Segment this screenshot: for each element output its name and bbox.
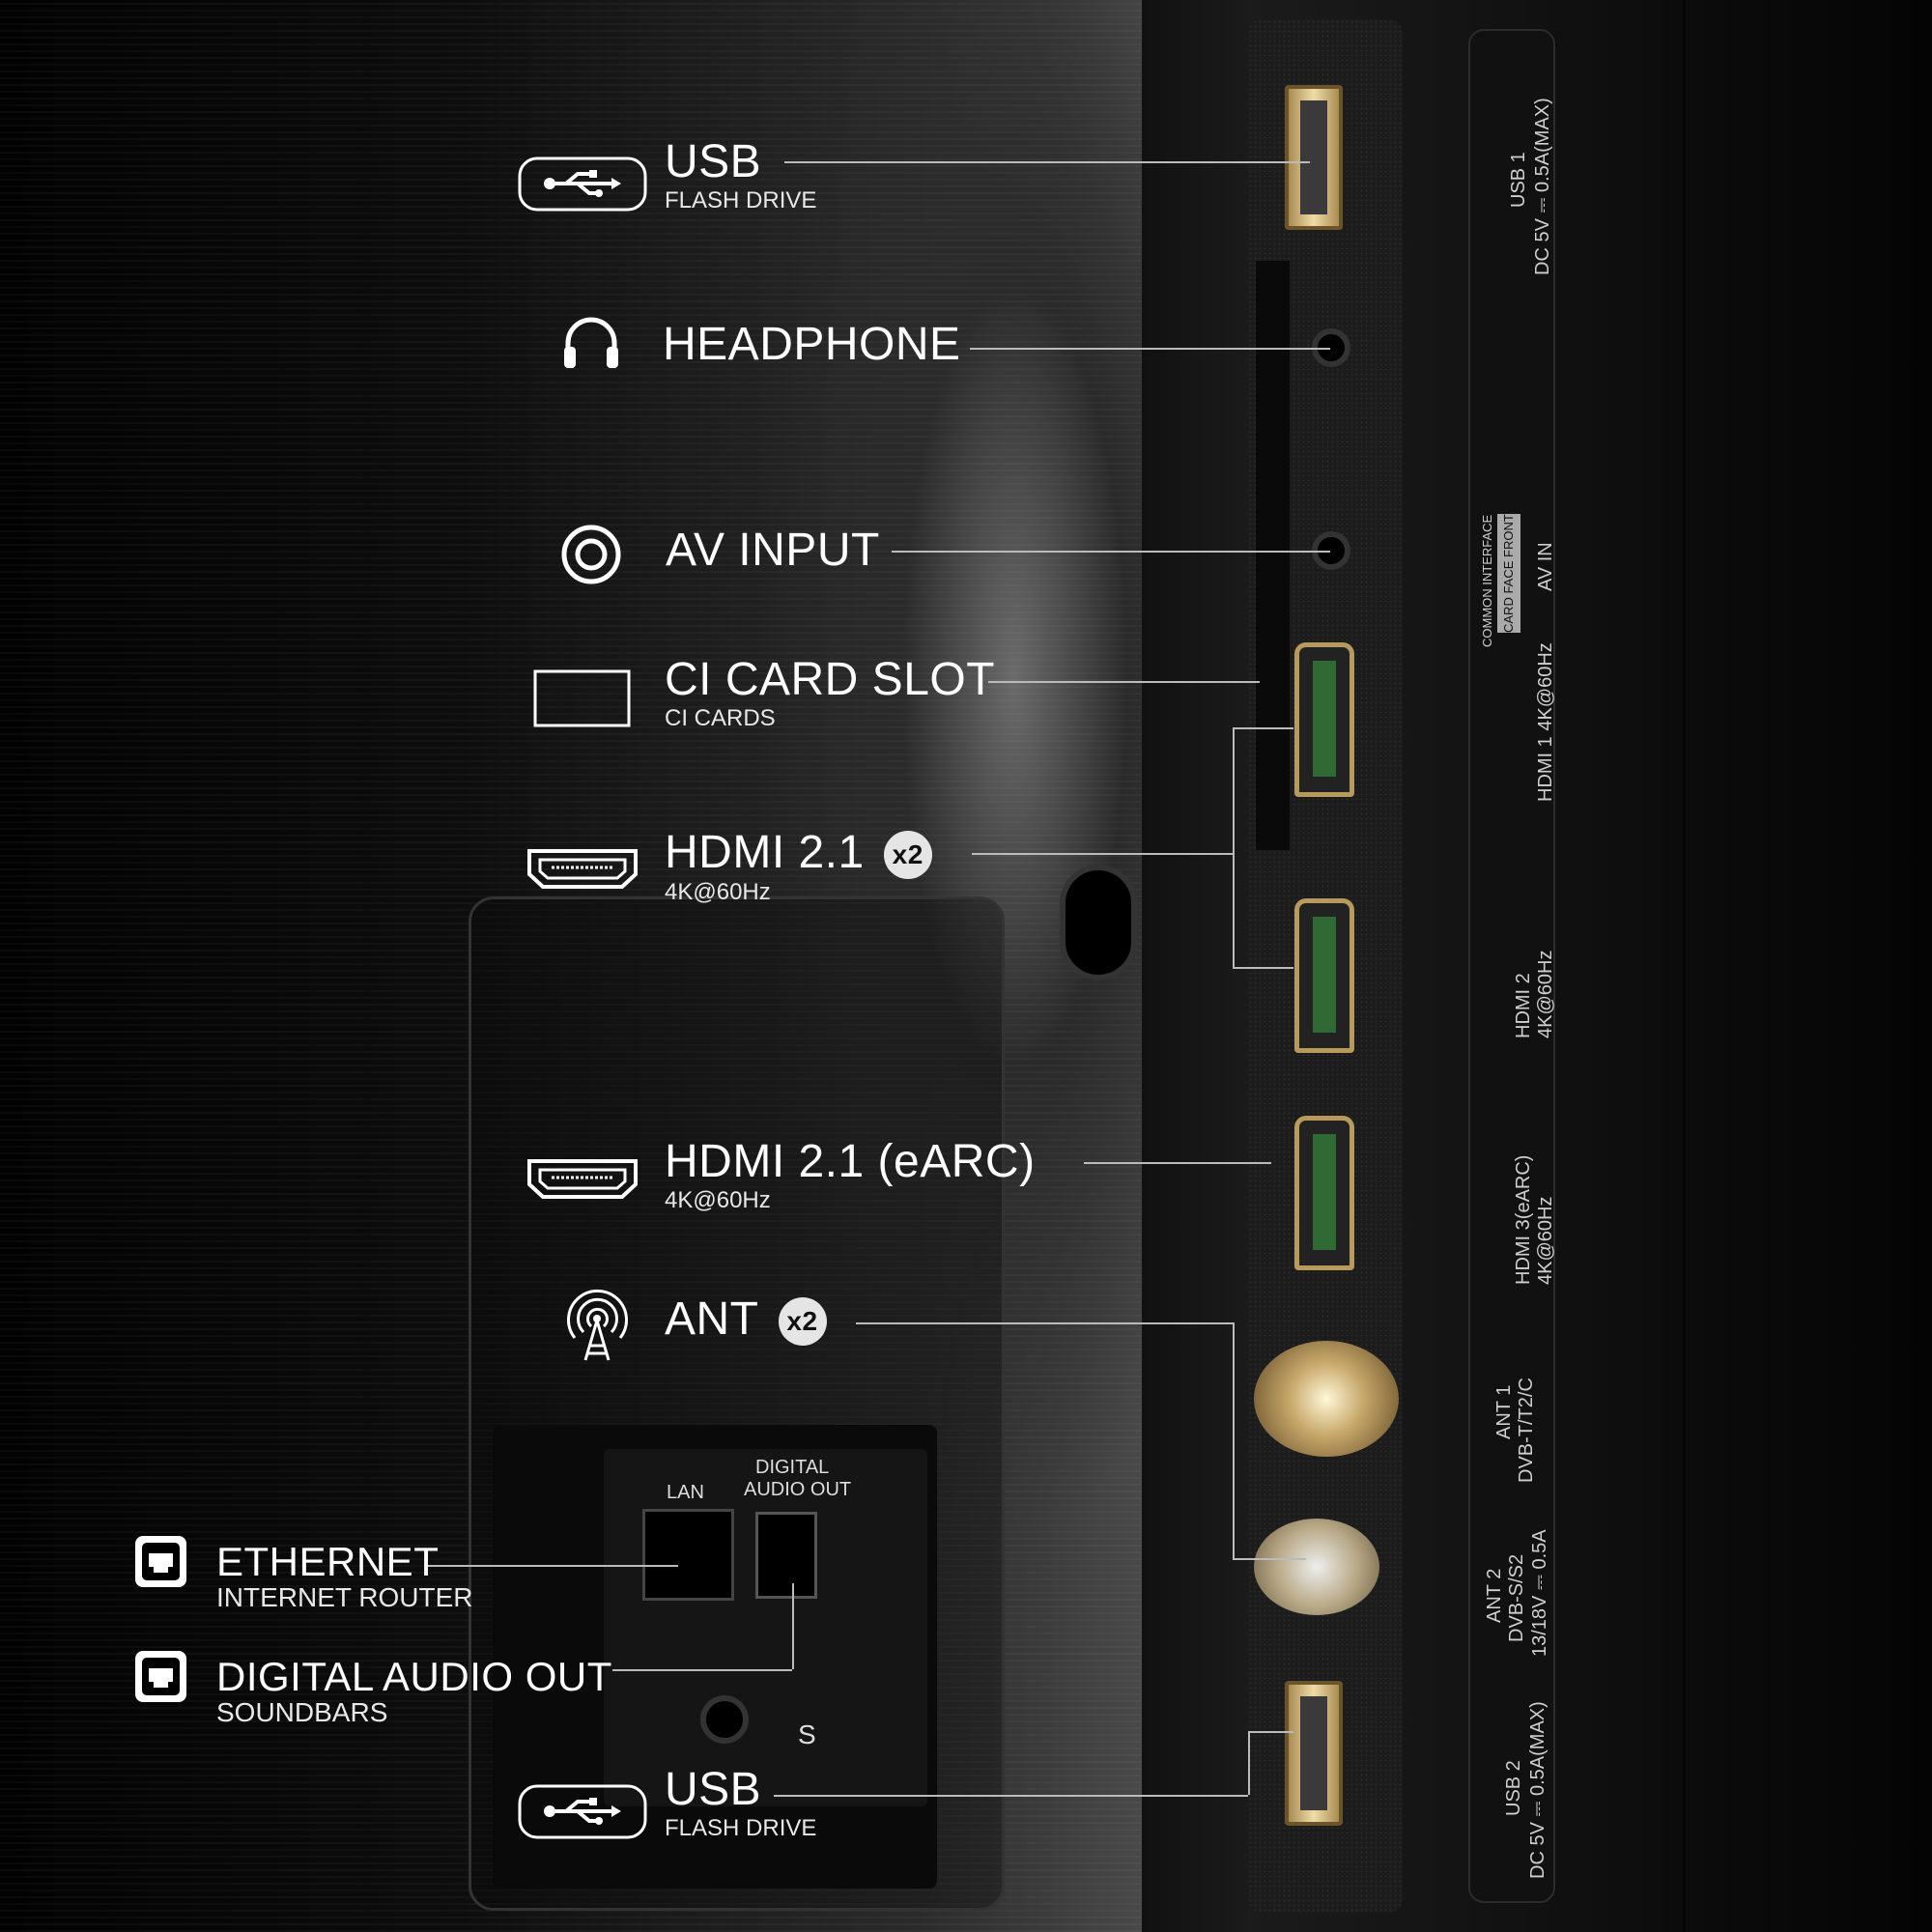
panel-hdmi3-spec: 4K@60Hz bbox=[1535, 1196, 1556, 1285]
digital-label: DIGITAL bbox=[755, 1457, 830, 1478]
ci-card-icon bbox=[533, 669, 631, 727]
leader-line bbox=[425, 1565, 678, 1567]
callout-title: HEADPHONE bbox=[663, 319, 961, 370]
panel-ant1: ANT 1 bbox=[1493, 1384, 1515, 1439]
leader-line bbox=[856, 1322, 1233, 1324]
antenna-icon bbox=[567, 1289, 628, 1361]
leader-line bbox=[1233, 727, 1293, 729]
callout-title: AV INPUT bbox=[666, 525, 880, 576]
panel-usb1-power: DC 5V ⎓ 0.5A(MAX) bbox=[1532, 98, 1553, 275]
leader-line bbox=[792, 1583, 794, 1669]
lan-port bbox=[642, 1509, 734, 1601]
port-bay-plate bbox=[604, 1449, 927, 1806]
hdmi-icon bbox=[527, 1159, 638, 1199]
callout-hdmi-earc: HDMI 2.1 (eARC)4K@60Hz bbox=[665, 1137, 1036, 1214]
callout-subtitle: SOUNDBARS bbox=[216, 1697, 388, 1727]
panel-hdmi2: HDMI 2 bbox=[1513, 973, 1534, 1038]
usb-icon bbox=[518, 1784, 647, 1839]
callout-subtitle: CI CARDS bbox=[665, 705, 776, 731]
callout-av-input: AV INPUT bbox=[666, 526, 880, 576]
hdmi2-port bbox=[1294, 898, 1354, 1053]
callout-title: HDMI 2.1 bbox=[665, 827, 865, 878]
callout-title: DIGITAL AUDIO OUT bbox=[216, 1654, 612, 1699]
callout-hdmi: HDMI 2.1 x2 4K@60Hz bbox=[665, 828, 932, 906]
callout-subtitle: 4K@60Hz bbox=[665, 1187, 771, 1213]
leader-line bbox=[784, 161, 1310, 163]
leader-line bbox=[1233, 967, 1293, 969]
panel-ant2-power: 13/18V ⎓ 0.5A bbox=[1529, 1529, 1550, 1657]
callout-subtitle: FLASH DRIVE bbox=[665, 1815, 817, 1841]
panel-usb2-power: DC 5V ⎓ 0.5A(MAX) bbox=[1527, 1701, 1548, 1879]
callout-title: HDMI 2.1 (eARC) bbox=[665, 1136, 1036, 1187]
callout-subtitle: 4K@60Hz bbox=[665, 879, 771, 906]
callout-title: USB bbox=[665, 136, 762, 187]
leader-line bbox=[892, 551, 1330, 553]
callout-headphone: HEADPHONE bbox=[663, 320, 961, 370]
hdmi-icon bbox=[527, 849, 638, 889]
callout-ant: ANT x2 bbox=[665, 1293, 827, 1347]
panel-common-interface: COMMON INTERFACE bbox=[1480, 514, 1494, 647]
wall-mount-hole bbox=[1060, 865, 1137, 980]
ci-slot bbox=[1256, 261, 1290, 850]
av-input-icon bbox=[561, 525, 621, 584]
callout-title: ANT bbox=[665, 1293, 759, 1345]
panel-usb1: USB 1 bbox=[1508, 152, 1529, 208]
tv-side-panel bbox=[1142, 0, 1683, 1932]
leader-line bbox=[1233, 727, 1235, 967]
panel-av-in: AV IN bbox=[1535, 542, 1556, 591]
panel-card-face: CARD FACE FRONT bbox=[1497, 514, 1520, 633]
count-badge: x2 bbox=[778, 1297, 827, 1347]
leader-line bbox=[612, 1669, 792, 1671]
leader-line bbox=[1248, 1731, 1250, 1795]
leader-line bbox=[1233, 1322, 1235, 1558]
ethernet-icon bbox=[135, 1651, 186, 1702]
screw-label: S bbox=[798, 1719, 816, 1749]
usb2-port bbox=[1285, 1681, 1343, 1826]
panel-ant2-spec: DVB-S/S2 bbox=[1506, 1553, 1527, 1642]
panel-ant1-spec: DVB-T/T2/C bbox=[1516, 1378, 1537, 1483]
panel-usb2: USB 2 bbox=[1503, 1760, 1524, 1816]
callout-subtitle: FLASH DRIVE bbox=[665, 187, 817, 213]
screw bbox=[700, 1695, 749, 1744]
usb1-port bbox=[1285, 85, 1343, 230]
usb-icon bbox=[518, 156, 647, 212]
label-strip bbox=[1468, 29, 1555, 1903]
leader-line bbox=[988, 681, 1260, 683]
tv-edge bbox=[1686, 0, 1932, 1932]
ant2-connector bbox=[1254, 1519, 1379, 1615]
leader-line bbox=[774, 1795, 1248, 1797]
headphone-icon bbox=[564, 317, 618, 368]
panel-hdmi1: HDMI 1 4K@60Hz bbox=[1535, 642, 1556, 802]
hdmi1-port bbox=[1294, 642, 1354, 797]
lan-label: LAN bbox=[667, 1482, 704, 1503]
leader-line bbox=[1233, 1558, 1306, 1560]
callout-title: CI CARD SLOT bbox=[665, 654, 996, 705]
count-badge: x2 bbox=[883, 831, 932, 880]
callout-subtitle: INTERNET ROUTER bbox=[216, 1582, 473, 1612]
ant1-connector bbox=[1254, 1341, 1399, 1457]
optical-port bbox=[755, 1512, 817, 1599]
leader-line bbox=[1248, 1731, 1293, 1733]
panel-hdmi2-spec: 4K@60Hz bbox=[1535, 950, 1556, 1038]
ethernet-icon bbox=[135, 1536, 186, 1587]
audio-out-label: AUDIO OUT bbox=[744, 1479, 852, 1500]
leader-line bbox=[970, 348, 1330, 350]
leader-line bbox=[1084, 1162, 1271, 1164]
panel-ant2: ANT 2 bbox=[1484, 1568, 1505, 1623]
hdmi3-port bbox=[1294, 1116, 1354, 1270]
callout-title: USB bbox=[665, 1764, 762, 1815]
callout-title: ETHERNET bbox=[216, 1539, 440, 1584]
leader-line bbox=[972, 853, 1233, 855]
panel-hdmi3: HDMI 3(eARC) bbox=[1513, 1154, 1534, 1285]
